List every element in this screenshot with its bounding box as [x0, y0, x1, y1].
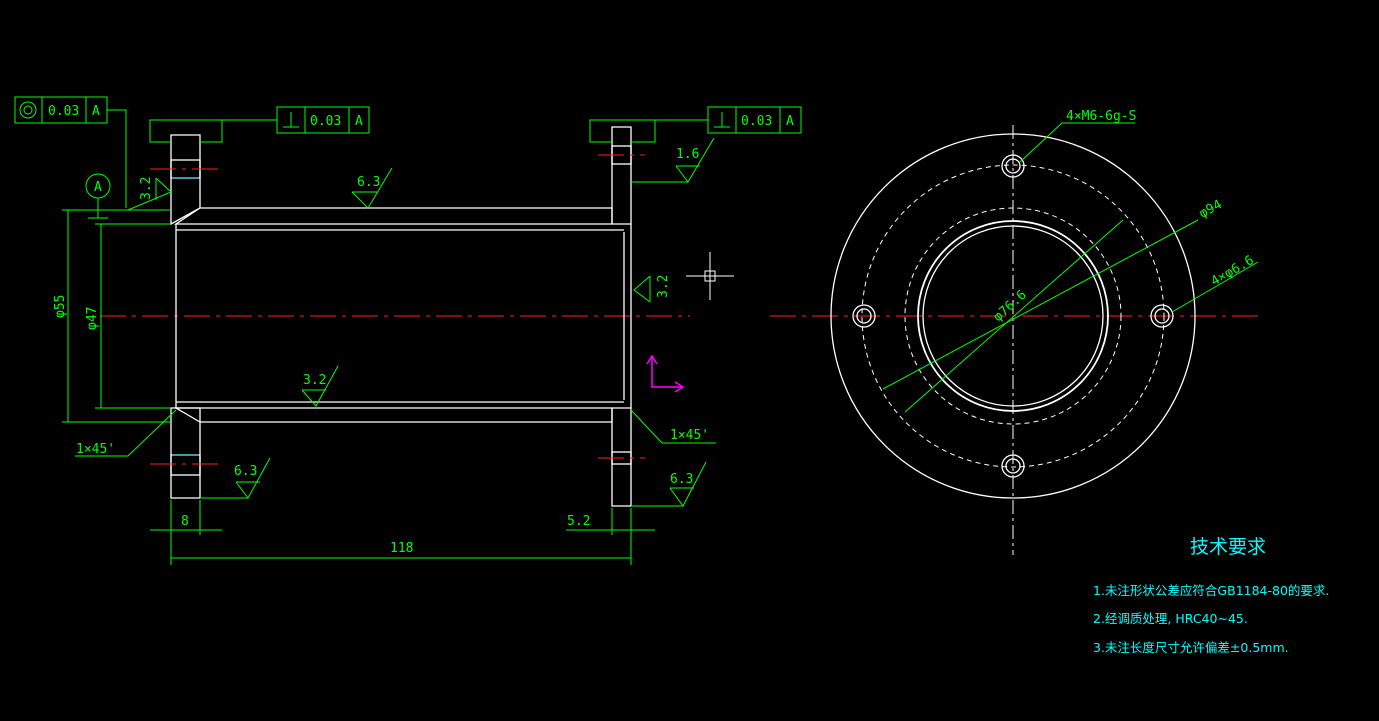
dim-inner-dia: φ47	[85, 307, 100, 330]
dim-bolt-circle: φ94	[1197, 197, 1225, 221]
tech-title: 技术要求	[1190, 536, 1266, 558]
tech-requirements: 技术要求 1.未注形状公差应符合GB1184-80的要求. 2.经调质处理, H…	[1093, 536, 1329, 655]
flange-holes	[150, 145, 645, 476]
concentricity-icon	[19, 101, 37, 119]
dim-outer-dia: φ55	[53, 295, 68, 318]
roughness-left-flange: 3.2	[139, 177, 154, 200]
tolerance-frame-right: 0.03 A	[589, 106, 802, 143]
dim-chamfer-right: 1×45'	[670, 428, 709, 443]
bolt-holes	[852, 154, 1174, 478]
outer-flange-circle	[830, 133, 1196, 499]
ucs-icon	[646, 354, 685, 393]
section-dimensions: φ55 φ47 1×45' 1×45' 8 5.2 118	[53, 209, 716, 565]
bolt-circle	[861, 164, 1165, 468]
bore-circle	[917, 220, 1109, 412]
dim-chamfer-left: 1×45'	[76, 442, 115, 457]
roughness-bottom-left: 6.3	[234, 464, 257, 479]
dim-total-length: 118	[390, 541, 413, 556]
dim-flange-right: 5.2	[567, 514, 590, 529]
tol-left-datum: A	[92, 104, 100, 119]
roughness-bore-inner: 3.2	[303, 373, 326, 388]
roughness-symbols: 6.3 3.2 1.6 3.2 3.2 6.3 6.3	[127, 137, 715, 507]
datum-a-marker: A	[85, 173, 111, 219]
dim-hole-dia: 4×φ6.6	[1209, 253, 1257, 289]
crosshair-cursor	[686, 252, 734, 300]
tol-middle-value: 0.03	[310, 114, 341, 129]
roughness-top-body: 6.3	[357, 175, 380, 190]
roughness-bottom-right: 6.3	[670, 472, 693, 487]
tolerance-frame-middle: 0.03 A	[149, 106, 370, 143]
tol-right-value: 0.03	[741, 114, 772, 129]
tol-middle-datum: A	[355, 114, 363, 129]
section-view	[100, 126, 690, 507]
tech-item-2: 2.经调质处理, HRC40~45.	[1093, 611, 1248, 626]
tol-right-datum: A	[786, 114, 794, 129]
roughness-right-top: 1.6	[676, 147, 699, 162]
tolerance-frame-left: 0.03 A	[14, 96, 127, 208]
dim-thread-holes: 4×M6-6g-S	[1066, 109, 1136, 124]
end-view	[770, 125, 1260, 555]
datum-label: A	[94, 180, 102, 195]
dim-flange-left: 8	[181, 514, 189, 529]
tech-item-3: 3.未注长度尺寸允许偏差±0.5mm.	[1093, 640, 1289, 655]
tech-item-1: 1.未注形状公差应符合GB1184-80的要求.	[1093, 583, 1329, 598]
roughness-right-bore: 3.2	[656, 275, 671, 298]
tol-left-value: 0.03	[48, 104, 79, 119]
